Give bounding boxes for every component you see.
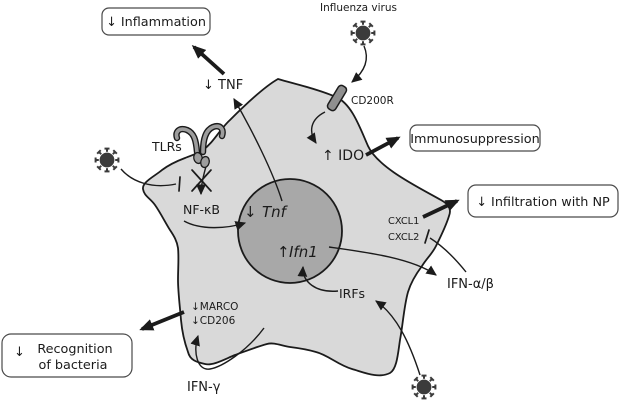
arrow-tnf-gene-to-tnf	[233, 98, 283, 202]
cxcl2-label: CXCL2	[388, 232, 419, 243]
tnf-secreted-label: ↓ TNF	[203, 78, 243, 93]
cd200r-label: CD200R	[351, 95, 394, 107]
influenza-virus-icon-top	[352, 22, 375, 45]
marco-label: ↓MARCO	[191, 301, 238, 313]
arrow-ido-to-immunosuppression	[365, 136, 401, 157]
immunosuppression-box: Immunosuppression	[409, 124, 541, 152]
x-mark	[191, 169, 212, 192]
nfkb-label: NF-κB	[183, 202, 220, 217]
arrow-nfkb-to-nucleus	[183, 220, 247, 231]
inhibit-ifn-alpha-beta-to-cxcl2	[429, 237, 467, 273]
cxcl1-label: CXCL1	[388, 216, 419, 227]
influenza-virus-icon-left	[96, 149, 119, 172]
arrow-ifn1-to-ifn-alpha-beta	[328, 246, 437, 276]
arrow-irfs-to-ifn1	[297, 265, 339, 292]
recognition-box-line2: of bacteria	[39, 358, 108, 373]
tlrs-label: TLRs	[151, 139, 182, 154]
influenza-virus-label: Influenza virus	[320, 2, 397, 14]
inflammation-box: ↓ Inflammation	[101, 7, 211, 36]
ido-label: ↑ IDO	[322, 148, 364, 164]
ifn-alpha-beta-label: IFN-α/β	[447, 277, 494, 292]
tbar-cxcl2	[424, 229, 430, 244]
ifn-gamma-label: IFN-γ	[187, 380, 221, 395]
recognition-box-line1: Recognition	[37, 342, 112, 357]
influenza-virus-icon-bottom	[413, 376, 436, 399]
tbar-tlr-signaling	[178, 176, 181, 192]
arrow-tnf-to-inflammation	[191, 44, 226, 76]
arrow-marco-to-recognition	[139, 310, 185, 331]
cd200r-receptor-icon	[326, 84, 348, 112]
nucleus	[237, 178, 343, 284]
ifn1-gene-label: Ifn1	[289, 243, 318, 261]
recognition-box: ↓ Recognition of bacteria	[1, 333, 133, 378]
arrow-ifn-gamma-to-receptors	[190, 327, 265, 370]
tlr-receptor-icon	[173, 123, 226, 169]
immunosuppression-box-label: Immunosuppression	[410, 132, 539, 147]
ifn1-gene-arrow: ↑	[277, 243, 290, 261]
arrow-virus-to-irfs	[375, 300, 421, 376]
recognition-box-arrow: ↓	[14, 345, 25, 360]
irfs-label: IRFs	[339, 286, 365, 301]
cd206-label: ↓CD206	[191, 315, 236, 327]
arrow-cd200r-to-ido	[306, 111, 326, 144]
infiltration-box-label: ↓ Infiltration with NP	[476, 195, 610, 210]
arrow-virus-to-cd200r	[351, 45, 368, 83]
tnf-gene-label: Tnf	[262, 203, 289, 221]
arrow-cxcl1-to-infiltration	[422, 199, 460, 219]
inflammation-box-label: ↓ Inflammation	[106, 15, 206, 30]
infiltration-box: ↓ Infiltration with NP	[467, 184, 619, 218]
tnf-gene-arrow: ↓	[244, 203, 257, 221]
inhibit-virus-to-tlr-signaling	[120, 168, 177, 187]
